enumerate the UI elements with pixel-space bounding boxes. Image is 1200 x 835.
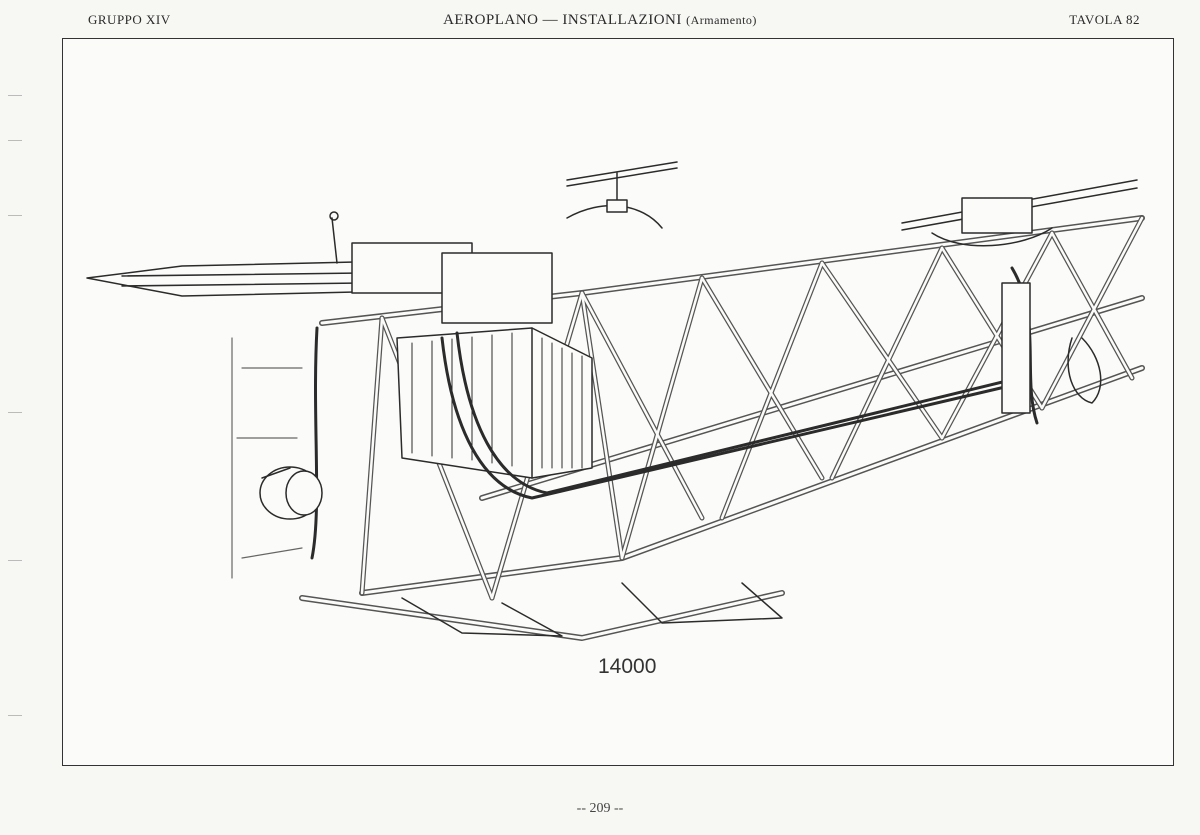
- nose-structure: [231, 337, 303, 579]
- margin-mark: [8, 140, 22, 141]
- rear-turret-gun: [901, 179, 1138, 414]
- title-subtitle: (Armamento): [686, 13, 757, 27]
- margin-mark: [8, 715, 22, 716]
- margin-mark: [8, 412, 22, 413]
- illustration-frame: [62, 38, 1174, 766]
- figure-number: 14000: [598, 655, 657, 678]
- page-number: -- 209 --: [576, 801, 624, 816]
- mount-detail: [566, 161, 678, 229]
- plate-label: TAVOLA 82: [1069, 12, 1140, 27]
- title-text: AEROPLANO — INSTALLAZIONI: [443, 12, 682, 28]
- margin-mark: [8, 95, 22, 96]
- floor-frames: [401, 582, 783, 637]
- page-title: AEROPLANO — INSTALLAZIONI (Armamento): [0, 12, 1200, 29]
- margin-mark: [8, 215, 22, 216]
- group-label: GRUPPO XIV: [88, 12, 171, 27]
- technical-illustration: [86, 161, 1145, 641]
- cables: [310, 266, 1039, 560]
- motor-unit: [259, 466, 323, 520]
- margin-mark: [8, 560, 22, 561]
- forward-gun: [86, 211, 553, 324]
